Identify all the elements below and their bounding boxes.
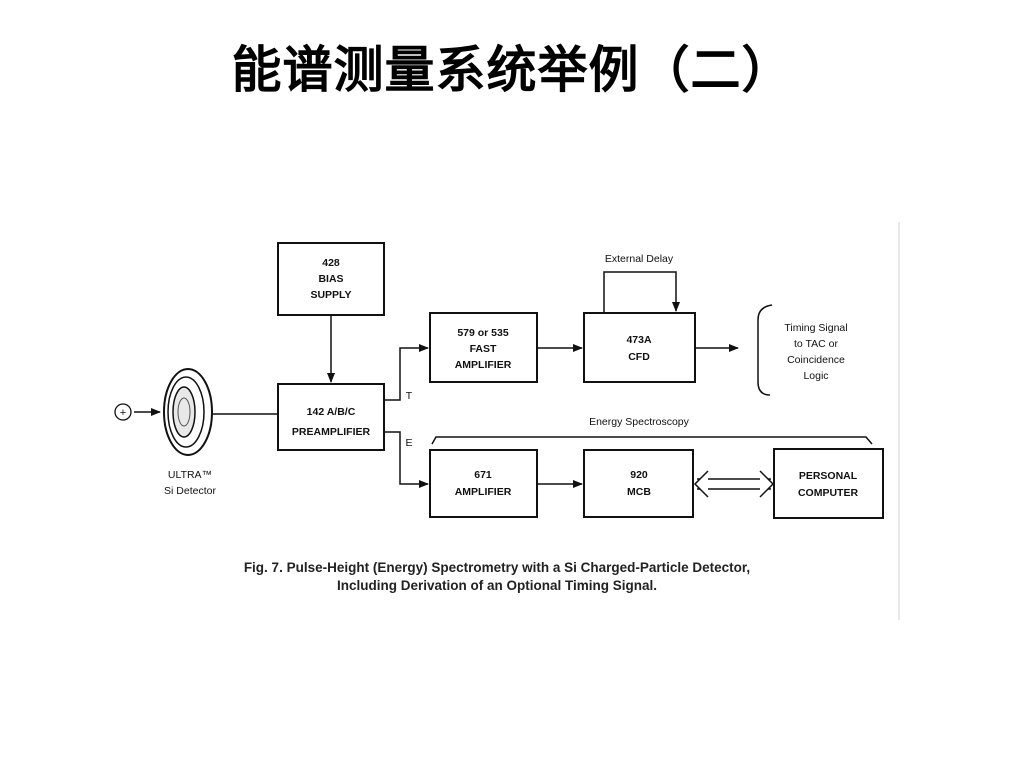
detector-label-line2: Si Detector [164,485,216,497]
timing-output-bracket [757,304,773,396]
energy-branch-arrow [384,431,429,488]
mcb-block: 920 MCB [583,449,694,518]
cfd-model: 473A [626,334,652,346]
external-delay-label: External Delay [605,253,674,265]
timing-output-line4: Logic [803,370,828,382]
si-detector: ULTRA™ Si Detector [163,368,216,497]
amplifier-model: 671 [474,469,492,481]
fast-amplifier-name2: AMPLIFIER [455,359,512,371]
bias-supply-name2: SUPPLY [310,289,351,301]
computer-name2: COMPUTER [798,487,859,499]
bias-supply-name1: BIAS [318,273,343,285]
computer-name1: PERSONAL [799,470,858,482]
cfd-block: 473A CFD [583,312,696,383]
fast-amplifier-name1: FAST [470,343,497,355]
figure-caption-line2: Including Derivation of an Optional Timi… [337,578,657,593]
timing-branch-arrow [384,344,429,401]
radiation-source: + [114,403,132,421]
energy-branch-label: E [405,437,412,449]
mcb-computer-link [693,470,775,498]
personal-computer-block: PERSONAL COMPUTER [773,448,884,519]
mcb-name: MCB [627,486,651,498]
detector-label-line1: ULTRA™ [168,469,212,481]
detector-face-icon [172,386,196,438]
mcb-model: 920 [630,469,648,481]
cfd-name: CFD [628,351,650,363]
bias-supply-block: 428 BIAS SUPPLY [277,242,385,316]
link-left-arrowhead-icon [693,470,709,498]
energy-spectroscopy-bracket [431,436,873,445]
timing-output-line3: Coincidence [787,354,845,366]
preamplifier-name: PREAMPLIFIER [292,426,371,438]
source-symbol: + [120,407,126,419]
timing-output-line1: Timing Signal [784,322,847,334]
link-right-arrowhead-icon [759,470,775,498]
figure-caption-line1: Fig. 7. Pulse-Height (Energy) Spectromet… [244,560,750,575]
energy-spectroscopy-label: Energy Spectroscopy [589,416,690,428]
bias-supply-model: 428 [322,257,340,269]
preamplifier-model: 142 A/B/C [307,406,356,418]
timing-branch-label: T [406,390,413,402]
slide-title: 能谱测量系统举例（二） [231,40,793,99]
preamplifier-block: 142 A/B/C PREAMPLIFIER [277,383,385,451]
source-circle-icon [114,403,132,421]
external-delay-loop [603,271,680,313]
amplifier-name: AMPLIFIER [455,486,512,498]
fast-amplifier-model: 579 or 535 [457,327,509,339]
amplifier-block: 671 AMPLIFIER [429,449,538,518]
timing-output-text: Timing Signal to TAC or Coincidence Logi… [784,322,847,382]
timing-output-line2: to TAC or [794,338,838,350]
fast-amplifier-block: 579 or 535 FAST AMPLIFIER [429,312,538,383]
